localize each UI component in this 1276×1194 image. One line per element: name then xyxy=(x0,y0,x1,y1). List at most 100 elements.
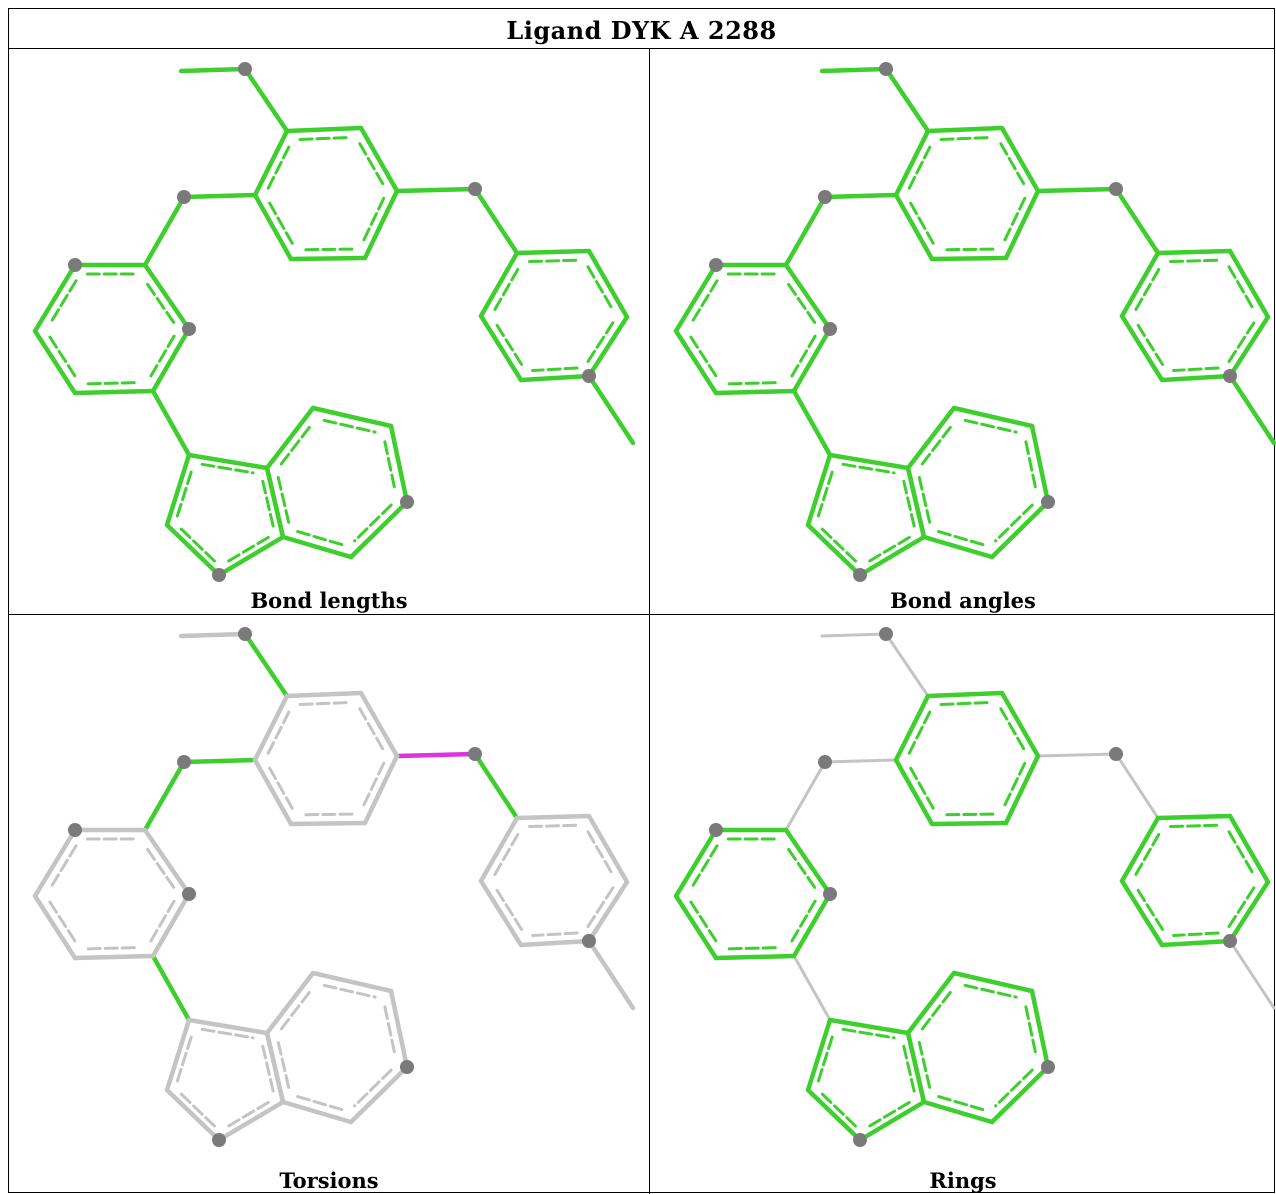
ring-bond-line xyxy=(905,1030,927,1105)
bond-line xyxy=(142,194,187,268)
aromatic-inner-bond xyxy=(865,535,911,564)
aromatic-inner-bond xyxy=(939,701,991,706)
aromatic-inner-bond xyxy=(790,333,818,378)
bond-line xyxy=(181,757,258,765)
ring-bond-line xyxy=(791,326,833,394)
ring-bond-line xyxy=(586,879,630,944)
ring-bond-line xyxy=(1119,313,1165,383)
aromatic-inner-bond xyxy=(689,844,719,891)
aromatic-inner-bond xyxy=(143,279,176,324)
ring-bond-line xyxy=(791,891,833,959)
bond-line xyxy=(242,66,290,134)
ring-bond-line xyxy=(905,465,927,540)
aromatic-inner-bond xyxy=(841,1027,896,1040)
caption-bond-angles: Bond angles xyxy=(890,588,1036,613)
aromatic-inner-bond xyxy=(936,530,985,547)
aromatic-inner-bond xyxy=(267,199,294,245)
molecule-bond-lengths xyxy=(32,62,636,582)
title-row: Ligand DYK A 2288 xyxy=(9,9,1274,49)
ring-bond-line xyxy=(358,690,400,759)
ring-bond-line xyxy=(142,262,192,332)
aromatic-inner-bond xyxy=(586,321,615,363)
aromatic-inner-bond xyxy=(353,1068,393,1108)
aromatic-inner-bond xyxy=(358,707,385,752)
ring-bond-line xyxy=(32,262,78,334)
aromatic-inner-bond xyxy=(279,988,313,1031)
aromatic-inner-bond xyxy=(149,898,177,943)
ring-bond-line xyxy=(999,690,1041,759)
atom-sphere xyxy=(709,823,723,837)
ring-bond-line xyxy=(478,815,520,884)
ring-bond-line xyxy=(905,970,957,1036)
bond-line xyxy=(586,938,636,1011)
aromatic-inner-bond xyxy=(493,831,520,876)
ring-bond-line xyxy=(1029,988,1051,1070)
ring-bond-line xyxy=(518,373,592,383)
aromatic-inner-bond xyxy=(586,886,615,928)
aromatic-inner-bond xyxy=(943,247,995,252)
aromatic-inner-bond xyxy=(1172,366,1220,373)
bond-line xyxy=(1228,939,1276,1010)
ring-bond-line xyxy=(783,262,833,332)
ring-bond-line xyxy=(280,1099,354,1125)
ring-bond-line xyxy=(388,988,410,1070)
aromatic-inner-bond xyxy=(1227,265,1256,312)
ring-bond-line xyxy=(1119,250,1161,319)
ring-bond-line xyxy=(164,522,222,578)
atom-sphere xyxy=(182,322,196,336)
validation-table: Ligand DYK A 2288 Bond lengths Bond angl… xyxy=(8,8,1276,1194)
ring-bond-line xyxy=(673,328,719,396)
ring-bond-line xyxy=(264,1030,286,1105)
ring-bond-line xyxy=(805,1017,833,1093)
ring-bond-line xyxy=(150,891,192,959)
aromatic-inner-bond xyxy=(298,701,350,706)
aromatic-inner-bond xyxy=(143,844,176,889)
aromatic-inner-bond xyxy=(586,830,615,877)
atom-sphere xyxy=(853,568,867,582)
ring-bond-line xyxy=(893,128,931,198)
aromatic-inner-bond xyxy=(784,844,817,889)
ring-bond-line xyxy=(142,827,192,897)
aromatic-inner-bond xyxy=(1169,258,1220,264)
aromatic-inner-bond xyxy=(279,423,313,466)
ring-bond-line xyxy=(288,820,368,827)
ring-bond-line xyxy=(989,1064,1051,1125)
bond-line xyxy=(783,194,828,268)
ring-bond-line xyxy=(164,1087,222,1143)
aromatic-inner-bond xyxy=(816,468,835,518)
bond-line xyxy=(394,751,478,759)
aromatic-inner-bond xyxy=(261,479,275,528)
ring-bond-line xyxy=(362,753,400,826)
ring-bond-line xyxy=(348,499,410,560)
ring-bond-line xyxy=(72,953,156,961)
atom-sphere xyxy=(879,627,893,641)
ring-bond-line xyxy=(857,1099,927,1143)
aromatic-inner-bond xyxy=(322,418,377,434)
aromatic-inner-bond xyxy=(902,1044,916,1093)
ring-bond-line xyxy=(1119,878,1165,948)
bond-line xyxy=(884,632,930,698)
aromatic-inner-bond xyxy=(493,266,520,311)
ring-bond-line xyxy=(478,878,524,948)
atom-sphere xyxy=(582,369,596,383)
atom-sphere xyxy=(1109,747,1123,761)
bond-line xyxy=(792,954,832,1022)
aromatic-inner-bond xyxy=(689,335,719,380)
bond-line xyxy=(472,751,520,821)
bond-line xyxy=(586,373,636,446)
aromatic-inner-bond xyxy=(1024,1005,1038,1058)
bond-line xyxy=(819,66,889,74)
aromatic-inner-bond xyxy=(178,1091,216,1128)
atom-sphere xyxy=(709,258,723,272)
aromatic-inner-bond xyxy=(1134,321,1164,366)
aromatic-inner-bond xyxy=(908,764,935,810)
ring-bond-line xyxy=(905,405,957,471)
ring-bond-line xyxy=(252,757,294,827)
aromatic-inner-bond xyxy=(383,440,397,493)
ring-bond-line xyxy=(929,255,1009,262)
bond-line xyxy=(791,388,833,458)
aromatic-inner-bond xyxy=(1169,823,1220,829)
ring-bond-line xyxy=(921,1099,995,1125)
aromatic-inner-bond xyxy=(1024,440,1038,493)
ring-bond-line xyxy=(264,405,316,471)
